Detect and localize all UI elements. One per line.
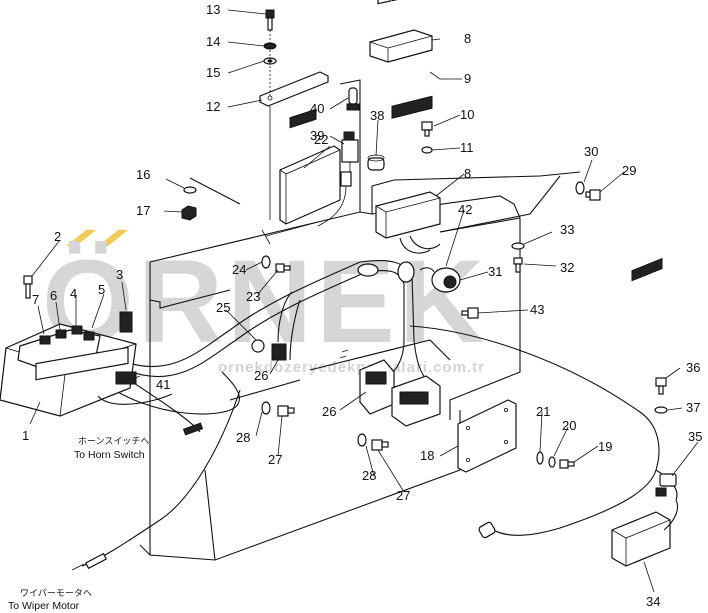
watermark-accent-mark: [66, 230, 96, 246]
callout-28-center: 28: [362, 468, 376, 483]
callout-14: 14: [206, 34, 220, 49]
callout-17: 17: [136, 203, 150, 218]
leader-lines: [29, 9, 699, 593]
junction-connector: [339, 349, 441, 427]
callout-33: 33: [560, 222, 574, 237]
timer-unit: [261, 108, 341, 245]
callout-26-left: 26: [254, 368, 268, 383]
callout-12: 12: [206, 99, 220, 114]
note-wiper-en: To Wiper Motor: [8, 600, 80, 612]
screw-washer-32-33: [511, 242, 525, 273]
bolt-washer-lower-left: [261, 401, 295, 417]
callout-42: 42: [458, 202, 472, 217]
toggle-switch: [317, 87, 360, 227]
callout-38: 38: [370, 108, 384, 123]
callout-43: 43: [530, 302, 544, 317]
relay-cover: [369, 29, 433, 63]
callout-11: 11: [460, 140, 474, 155]
relay-box: [375, 95, 441, 254]
callout-29: 29: [622, 163, 636, 178]
callout-16: 16: [136, 167, 150, 182]
note-wiper-jp: ワイパーモータへ: [20, 588, 92, 599]
clip-35: [655, 473, 677, 497]
callout-9: 9: [464, 71, 471, 86]
callout-39: 39: [310, 128, 324, 143]
callout-20: 20: [562, 418, 576, 433]
callout-24: 24: [232, 262, 246, 277]
cover-plate: [457, 399, 517, 473]
callout-25: 25: [216, 300, 230, 315]
relay-set: [377, 0, 405, 5]
callout-18: 18: [420, 448, 434, 463]
callout-15: 15: [206, 65, 220, 80]
screw-washers-right: [536, 451, 575, 469]
callout-4: 4: [70, 286, 77, 301]
callout-35: 35: [688, 429, 702, 444]
callout-31: 31: [488, 264, 502, 279]
bolt-washer-lower-center: [357, 433, 389, 451]
callout-26-center: 26: [322, 404, 336, 419]
callout-5: 5: [98, 282, 105, 297]
bolt-washer-36-37: [654, 377, 668, 414]
nut-and-washer: [181, 186, 197, 221]
callout-22: 22: [314, 132, 328, 147]
callout-41: 41: [156, 377, 170, 392]
flasher-relay: [611, 257, 679, 567]
watermark-accent-mark-2: [98, 230, 128, 246]
callout-32: 32: [560, 260, 574, 275]
cab-frame-outline: [139, 79, 581, 561]
watermark-site: ornekdozeryedekparcalari.com.tr: [218, 359, 485, 376]
callout-37: 37: [686, 400, 700, 415]
callout-6: 6: [50, 288, 57, 303]
callout-21: 21: [536, 404, 550, 419]
screw-and-washer: [421, 121, 433, 154]
wire-destination-notes: ホーンスイッチへ To Horn Switch ワイパーモータへ To Wipe…: [8, 436, 149, 612]
main-harness: [71, 259, 678, 571]
callout-7: 7: [32, 292, 39, 307]
callout-8-box: 8: [464, 166, 471, 181]
callout-36: 36: [686, 360, 700, 375]
callout-30: 30: [584, 144, 598, 159]
note-horn-jp: ホーンスイッチへ: [78, 436, 149, 447]
callout-3: 3: [116, 267, 123, 282]
callout-23: 23: [246, 289, 260, 304]
part-callouts: 13 14 15 12 40 39 38 22 8 9 10 11 8 16 1…: [22, 2, 702, 609]
callout-10: 10: [460, 107, 474, 122]
instrument-panel: [0, 275, 173, 417]
bolt-washer-left: [261, 255, 291, 273]
callout-40: 40: [310, 101, 324, 116]
callout-13: 13: [206, 2, 220, 17]
bolt-and-washers: [263, 9, 277, 220]
callout-8-top: 8: [464, 31, 471, 46]
callout-34: 34: [646, 594, 660, 609]
callout-19: 19: [598, 439, 612, 454]
grommet: [367, 154, 385, 171]
note-horn-en: To Horn Switch: [74, 449, 145, 461]
callout-1: 1: [22, 428, 29, 443]
callout-28-left: 28: [236, 430, 250, 445]
bolt-washer-29-30: [575, 181, 601, 201]
callout-2: 2: [54, 229, 61, 244]
callout-27-center: 27: [396, 488, 410, 503]
callout-27-left: 27: [268, 452, 282, 467]
